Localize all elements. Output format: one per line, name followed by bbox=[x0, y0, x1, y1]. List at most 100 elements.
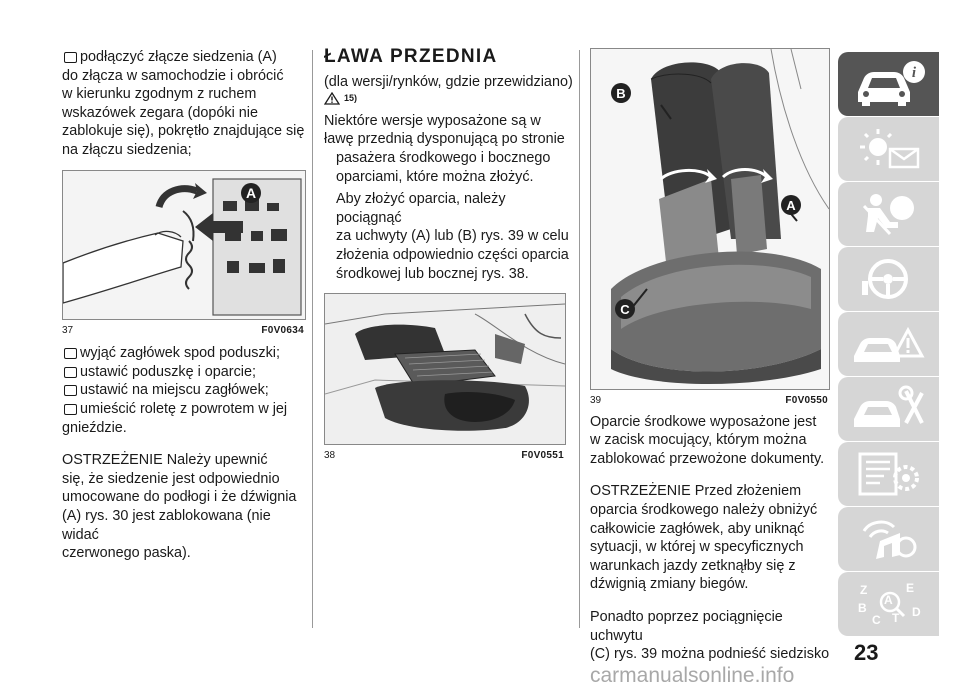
figure-38-caption: 38 F0V0551 bbox=[324, 447, 564, 466]
text-line: pasażera środkowego i bocznego bbox=[336, 149, 551, 166]
text-line: czerwonego paska). bbox=[62, 545, 191, 562]
tab-emergency[interactable] bbox=[838, 312, 939, 376]
text-line: środkowej lub bocznej rys. 38. bbox=[336, 265, 529, 282]
steering-wheel-icon bbox=[861, 259, 908, 299]
warning-ref-number: 15) bbox=[344, 93, 358, 104]
text-line: całkowicie zagłówek, aby uniknąć bbox=[590, 520, 805, 537]
text-line: OSTRZEŻENIE Przed złożeniem bbox=[590, 483, 802, 500]
bullet-item: ustawić poduszkę i oparcie; bbox=[62, 363, 308, 382]
tab-starting-driving[interactable] bbox=[838, 247, 939, 311]
left-column: podłączyć złącze siedzenia (A) do złącza… bbox=[62, 48, 308, 577]
text-line: zablokuje się), pokrętło znajdujące się bbox=[62, 123, 305, 140]
bullet-item: umieścić roletę z powrotem w jej bbox=[62, 400, 308, 419]
callout-c: C bbox=[620, 302, 630, 317]
column-divider-2 bbox=[579, 50, 580, 628]
text-line: w zacisk mocujący, którym można bbox=[590, 432, 807, 449]
car-info-icon: i bbox=[857, 61, 925, 106]
text-line: złożenia odpowiednio części oparcia bbox=[336, 246, 569, 263]
warning-paragraph: OSTRZEŻENIE Przed złożeniem oparcia środ… bbox=[590, 482, 830, 594]
text-line: dźwignią zmiany biegów. bbox=[590, 576, 749, 593]
folded-bench-illustration bbox=[325, 294, 565, 445]
airbag-safety-icon bbox=[862, 194, 914, 236]
warning-reference: 15) bbox=[324, 89, 357, 108]
column-divider-1 bbox=[312, 50, 313, 628]
section-title: ŁAWA PRZEDNIA bbox=[324, 46, 498, 67]
intro-paragraph: Niektóre wersje wyposażone są w ławę prz… bbox=[324, 112, 574, 186]
bench-seat-illustration: B A C bbox=[591, 49, 829, 389]
text-line: oparciami, które można złożyć. bbox=[336, 168, 534, 185]
middle-column: ŁAWA PRZEDNIA (dla wersji/rynków, gdzie … bbox=[324, 46, 574, 466]
text-line: warunkach jazdy zetknąłby się z bbox=[590, 557, 796, 574]
alphabetical-index-icon: Z E A B C T D bbox=[858, 581, 921, 627]
text-line: Aby złożyć oparcia, należy pociągnąć bbox=[336, 191, 506, 226]
tab-maintenance[interactable] bbox=[838, 377, 939, 441]
document-clip-paragraph: Oparcie środkowe wyposażone jest w zacis… bbox=[590, 413, 830, 469]
figure-code: F0V0634 bbox=[261, 324, 304, 336]
index-letter: E bbox=[906, 581, 914, 595]
car-maintenance-icon bbox=[853, 385, 924, 427]
text-line: Ponadto poprzez pociągnięcie uchwytu bbox=[590, 608, 783, 644]
callout-b: B bbox=[616, 86, 625, 101]
callout-a: A bbox=[246, 185, 256, 201]
text-line: umocowane do podłogi i że dźwignia bbox=[62, 489, 297, 506]
text-line: wskazówek zegara (dopóki nie bbox=[62, 104, 258, 121]
text-line: oparcia środkowego należy obniżyć bbox=[590, 501, 818, 518]
text-line: sytuacji, w której w specyficznych bbox=[590, 539, 804, 556]
warning-lights-icon bbox=[859, 129, 919, 169]
text-line: Niektóre wersje wyposażone są w bbox=[324, 112, 541, 129]
text-line: do złącza w samochodzie i obrócić bbox=[62, 67, 284, 84]
car-accident-icon bbox=[853, 326, 925, 362]
tab-index[interactable]: Z E A B C T D bbox=[838, 572, 939, 636]
seat-connector-illustration: A bbox=[63, 170, 305, 319]
warning-triangle-icon bbox=[324, 91, 340, 105]
figure-37: A bbox=[62, 169, 306, 320]
figure-37-caption: 37 F0V0634 bbox=[62, 322, 304, 341]
index-letter: Z bbox=[860, 583, 867, 597]
chapter-tabs: i bbox=[838, 52, 939, 637]
text-line: za uchwyty (A) lub (B) rys. 39 w celu bbox=[336, 228, 569, 245]
text-line: (C) rys. 39 można podnieść siedzisko bbox=[590, 646, 830, 663]
index-letter: C bbox=[872, 613, 881, 627]
text-line: zablokować przewożone dokumenty. bbox=[590, 450, 825, 467]
figure-number: 39 bbox=[590, 395, 602, 406]
watermark: carmanualsonline.info bbox=[590, 664, 795, 687]
figure-38 bbox=[324, 293, 566, 446]
tab-safety[interactable] bbox=[838, 182, 939, 246]
tab-technical-data[interactable] bbox=[838, 442, 939, 506]
index-letter: D bbox=[912, 605, 921, 619]
text-line: OSTRZEŻENIE Należy upewnić bbox=[62, 452, 268, 469]
text-line: na złączu siedzenia; bbox=[62, 141, 192, 158]
text-line: Oparcie środkowe wyposażone jest bbox=[590, 413, 817, 430]
tab-multimedia[interactable] bbox=[838, 507, 939, 571]
index-letter: T bbox=[892, 611, 900, 625]
text-line: w kierunku zgodnym z ruchem bbox=[62, 86, 257, 103]
paragraph-connect: podłączyć złącze siedzenia (A) do złącza… bbox=[62, 48, 308, 160]
section-subtitle: (dla wersji/rynków, gdzie przewidziano) bbox=[324, 73, 573, 90]
bullet-item: wyjąć zagłówek spod poduszki; bbox=[62, 344, 308, 363]
text-line: (A) rys. 30 jest zablokowana (nie widać bbox=[62, 507, 271, 543]
warning-paragraph: OSTRZEŻENIE Należy upewnić się, że siedz… bbox=[62, 451, 308, 563]
index-letter: A bbox=[884, 593, 893, 607]
figure-number: 37 bbox=[62, 324, 74, 336]
bullet-item: podłączyć złącze siedzenia (A) bbox=[62, 48, 308, 67]
figure-code: F0V0551 bbox=[521, 450, 564, 462]
page-number: 23 bbox=[854, 640, 879, 665]
figure-39-caption: 39 F0V0550 bbox=[590, 392, 828, 411]
technical-data-icon bbox=[858, 452, 919, 496]
figure-number: 38 bbox=[324, 450, 336, 462]
index-letter: B bbox=[858, 601, 867, 615]
bullet-item: ustawić na miejscu zagłówek; bbox=[62, 381, 308, 400]
multimedia-icon bbox=[862, 520, 916, 559]
figure-code: F0V0550 bbox=[785, 395, 828, 406]
callout-a: A bbox=[786, 198, 796, 213]
right-column: B A C 39 F0V0550 Oparcie środkowe wyposa… bbox=[590, 48, 830, 678]
text-line: gnieździe. bbox=[62, 419, 127, 436]
tab-warning-lights[interactable] bbox=[838, 117, 939, 181]
text-line: ławę przednią dysponującą po stronie bbox=[324, 131, 565, 148]
figure-39: B A C bbox=[590, 48, 830, 390]
svg-text:i: i bbox=[911, 65, 916, 81]
lift-seat-paragraph: Ponadto poprzez pociągnięcie uchwytu (C)… bbox=[590, 608, 830, 664]
bullet-list: wyjąć zagłówek spod poduszki; ustawić po… bbox=[62, 344, 308, 437]
tab-car-info[interactable]: i bbox=[838, 52, 939, 116]
text-line: się, że siedzenie jest odpowiednio bbox=[62, 470, 280, 487]
